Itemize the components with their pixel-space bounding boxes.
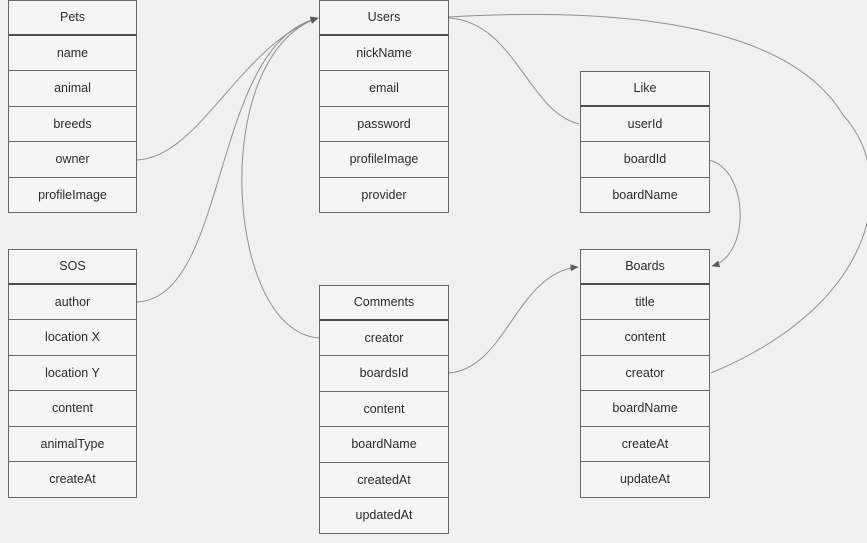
edge-sos-author-to-users[interactable] xyxy=(136,16,319,303)
entity-sos-field-animaltype[interactable]: animalType xyxy=(8,426,137,462)
edge-pets-owner-to-users[interactable] xyxy=(136,17,319,161)
entity-users-field-email[interactable]: email xyxy=(319,71,449,107)
entity-sos-field-author[interactable]: author xyxy=(8,284,137,320)
entity-like-field-userid[interactable]: userId xyxy=(580,106,710,142)
entity-sos-field-location-y[interactable]: location Y xyxy=(8,355,137,391)
entity-users-field-password[interactable]: password xyxy=(319,106,449,142)
entity-users-title[interactable]: Users xyxy=(319,0,449,36)
entity-pets-field-animal[interactable]: animal xyxy=(8,71,137,107)
entity-boards-field-content[interactable]: content xyxy=(580,320,710,356)
entity-boards-field-boardname[interactable]: boardName xyxy=(580,391,710,427)
entity-comments-field-updatedat[interactable]: updatedAt xyxy=(319,498,449,534)
edge-comments-boardsid-to-boards[interactable] xyxy=(448,264,579,374)
entity-comments-field-createdat[interactable]: createdAt xyxy=(319,462,449,498)
entity-comments-field-boardname[interactable]: boardName xyxy=(319,427,449,463)
edge-group xyxy=(136,13,867,374)
entity-sos-field-location-x[interactable]: location X xyxy=(8,320,137,356)
entity-sos-title[interactable]: SOS xyxy=(8,249,137,285)
entity-sos-field-createat[interactable]: createAt xyxy=(8,462,137,498)
entity-users-field-profileimage[interactable]: profileImage xyxy=(319,142,449,178)
entity-comments-field-creator[interactable]: creator xyxy=(319,320,449,356)
entity-users-field-provider[interactable]: provider xyxy=(319,177,449,213)
entity-sos-field-content[interactable]: content xyxy=(8,391,137,427)
entity-pets-field-profileimage[interactable]: profileImage xyxy=(8,177,137,213)
edge-users-to-boards-creator[interactable] xyxy=(448,13,867,374)
entity-boards-field-createat[interactable]: createAt xyxy=(580,426,710,462)
entity-boards-field-updateat[interactable]: updateAt xyxy=(580,462,710,498)
entity-like-title[interactable]: Like xyxy=(580,71,710,107)
entity-pets-field-name[interactable]: name xyxy=(8,35,137,71)
edge-users-to-like-userid[interactable] xyxy=(448,17,580,125)
entity-pets-title[interactable]: Pets xyxy=(8,0,137,36)
entity-comments-field-content[interactable]: content xyxy=(319,391,449,427)
entity-like-field-boardname[interactable]: boardName xyxy=(580,177,710,213)
entity-pets-field-owner[interactable]: owner xyxy=(8,142,137,178)
entity-pets-field-breeds[interactable]: breeds xyxy=(8,106,137,142)
entity-comments-field-boardsid[interactable]: boardsId xyxy=(319,356,449,392)
entity-comments-title[interactable]: Comments xyxy=(319,285,449,321)
entity-boards-title[interactable]: Boards xyxy=(580,249,710,285)
entity-like-field-boardid[interactable]: boardId xyxy=(580,142,710,178)
entity-boards-field-creator[interactable]: creator xyxy=(580,355,710,391)
edge-comments-creator-to-users[interactable] xyxy=(241,17,320,339)
entity-boards-field-title[interactable]: title xyxy=(580,284,710,320)
entity-users-field-nickname[interactable]: nickName xyxy=(319,35,449,71)
edge-like-boardid-to-boards[interactable] xyxy=(708,159,741,268)
